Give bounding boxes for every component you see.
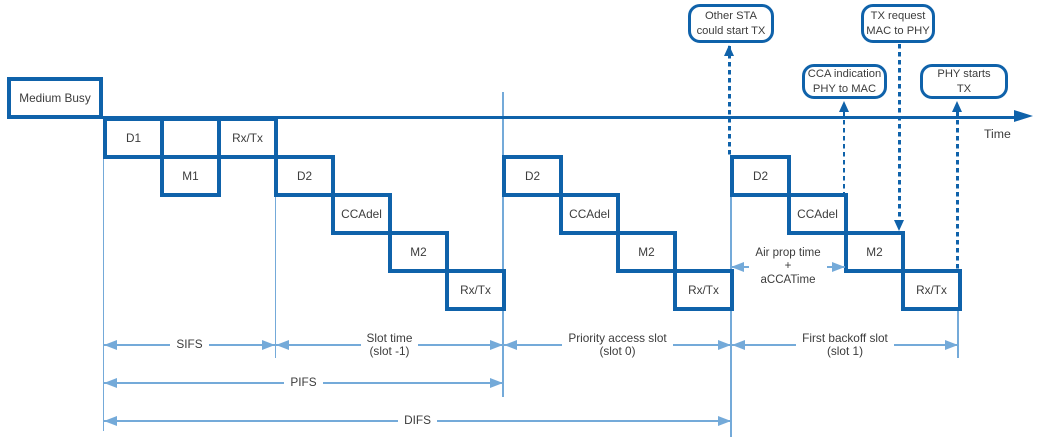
timeline-box-label: D2 <box>296 169 313 183</box>
timeline-box-rx-tx: Rx/Tx <box>673 269 734 311</box>
callout-line: TX <box>956 82 972 95</box>
timeline-box-label: Rx/Tx <box>232 131 263 145</box>
callout-line: MAC to PHY <box>866 24 930 37</box>
timeline-box-label: CCAdel <box>341 207 382 221</box>
timeline-box-m2: M2 <box>844 231 905 273</box>
guide-line-sifs-start <box>102 155 104 431</box>
timeline-box-label: Rx/Tx <box>460 283 491 297</box>
timeline-box-m2: M2 <box>388 231 449 273</box>
timeline-box-d2: D2 <box>502 155 563 197</box>
measure-priority-access-slot: Priority access slot (slot 0) <box>504 328 732 362</box>
dotted-arrow-tx-request <box>898 44 901 220</box>
measure-line <box>208 328 276 362</box>
timeline-box-label: M2 <box>638 245 655 259</box>
timeline-box-ccadel: CCAdel <box>331 193 392 235</box>
timeline-box-label: Rx/Tx <box>688 283 719 297</box>
arrowhead-down-icon <box>894 220 904 231</box>
callout-tx-request: TX request MAC to PHY <box>861 4 935 43</box>
timeline-box-label: Rx/Tx <box>916 283 947 297</box>
timeline-box-label: D2 <box>524 169 541 183</box>
medium-busy-label: Medium Busy <box>19 91 91 105</box>
timeline-box-ccadel: CCAdel <box>787 193 848 235</box>
time-axis-line <box>7 116 1017 119</box>
measure-label: Air prop time + aCCATime <box>755 246 821 286</box>
measure-line <box>732 328 797 362</box>
measure-air-prop-time: Air prop time + aCCATime <box>731 241 846 293</box>
timeline-box-d1: D1 <box>103 117 164 159</box>
timeline-box-label: CCAdel <box>797 207 838 221</box>
arrowhead-up-icon <box>952 101 962 112</box>
measure-line <box>436 404 732 438</box>
timeline-box-m2: M2 <box>616 231 677 273</box>
timeline-box-label: CCAdel <box>569 207 610 221</box>
measure-line <box>826 241 846 293</box>
measure-label: DIFS <box>404 413 431 428</box>
callout-other-sta: Other STA could start TX <box>688 4 774 43</box>
timeline-box-rx-tx: Rx/Tx <box>901 269 962 311</box>
callout-line: Other STA <box>704 10 757 23</box>
medium-busy-box: Medium Busy <box>7 77 103 119</box>
measure-line <box>504 328 563 362</box>
measure-line <box>276 328 361 362</box>
measure-line <box>322 366 504 400</box>
arrowhead-up-icon <box>724 45 734 56</box>
measure-label: PIFS <box>290 375 317 390</box>
measure-line <box>731 241 750 293</box>
timeline-box-label: M2 <box>410 245 427 259</box>
guide-line-slot-minus1-end <box>502 92 504 397</box>
callout-line: CCA indication <box>807 68 882 81</box>
measure-pifs: PIFS <box>104 366 504 400</box>
timeline-box-empty <box>160 117 221 159</box>
measure-line <box>104 404 399 438</box>
callout-line: PHY starts <box>937 68 991 81</box>
measure-line <box>672 328 732 362</box>
timeline-box-rx-tx: Rx/Tx <box>217 117 278 159</box>
measure-sifs: SIFS <box>104 328 276 362</box>
timeline-box-d2: D2 <box>730 155 791 197</box>
measure-slot-time: Slot time (slot -1) <box>276 328 503 362</box>
timeline-box-label: M2 <box>866 245 883 259</box>
callout-cca-indication: CCA indication PHY to MAC <box>802 64 887 99</box>
timeline-box-label: D1 <box>125 131 142 145</box>
callout-line: could start TX <box>696 24 766 37</box>
arrowhead-up-icon <box>838 101 849 112</box>
measure-first-backoff-slot: First backoff slot (slot 1) <box>732 328 959 362</box>
dotted-arrow-cca-indication <box>842 112 846 194</box>
dotted-arrow-phy-starts-tx <box>956 112 959 270</box>
measure-label: First backoff slot (slot 1) <box>802 330 888 358</box>
guide-line-sifs-end <box>274 155 276 358</box>
measure-label: SIFS <box>176 337 203 352</box>
measure-label: Priority access slot (slot 0) <box>568 330 667 358</box>
timeline-box-label: D2 <box>752 169 769 183</box>
time-axis-label: Time <box>984 127 1011 141</box>
measure-line <box>104 366 285 400</box>
callout-line: PHY to MAC <box>812 82 877 95</box>
measure-line <box>418 328 503 362</box>
timeline-box-rx-tx: Rx/Tx <box>445 269 506 311</box>
timeline-box-ccadel: CCAdel <box>559 193 620 235</box>
measure-label: Slot time (slot -1) <box>366 330 413 358</box>
measure-line <box>104 328 171 362</box>
guide-line-slot0-end <box>730 195 732 437</box>
timeline-box-m1: M1 <box>160 155 221 197</box>
timeline-box-label: M1 <box>182 169 199 183</box>
guide-line-slot1-end <box>957 308 959 358</box>
callout-line: TX request <box>870 10 926 23</box>
measure-difs: DIFS <box>104 404 732 438</box>
measure-line <box>893 328 959 362</box>
time-axis-arrowhead-icon <box>1014 110 1033 123</box>
callout-phy-starts-tx: PHY starts TX <box>920 64 1008 99</box>
dotted-arrow-other-sta <box>728 46 731 156</box>
timeline-box-d2: D2 <box>274 155 335 197</box>
